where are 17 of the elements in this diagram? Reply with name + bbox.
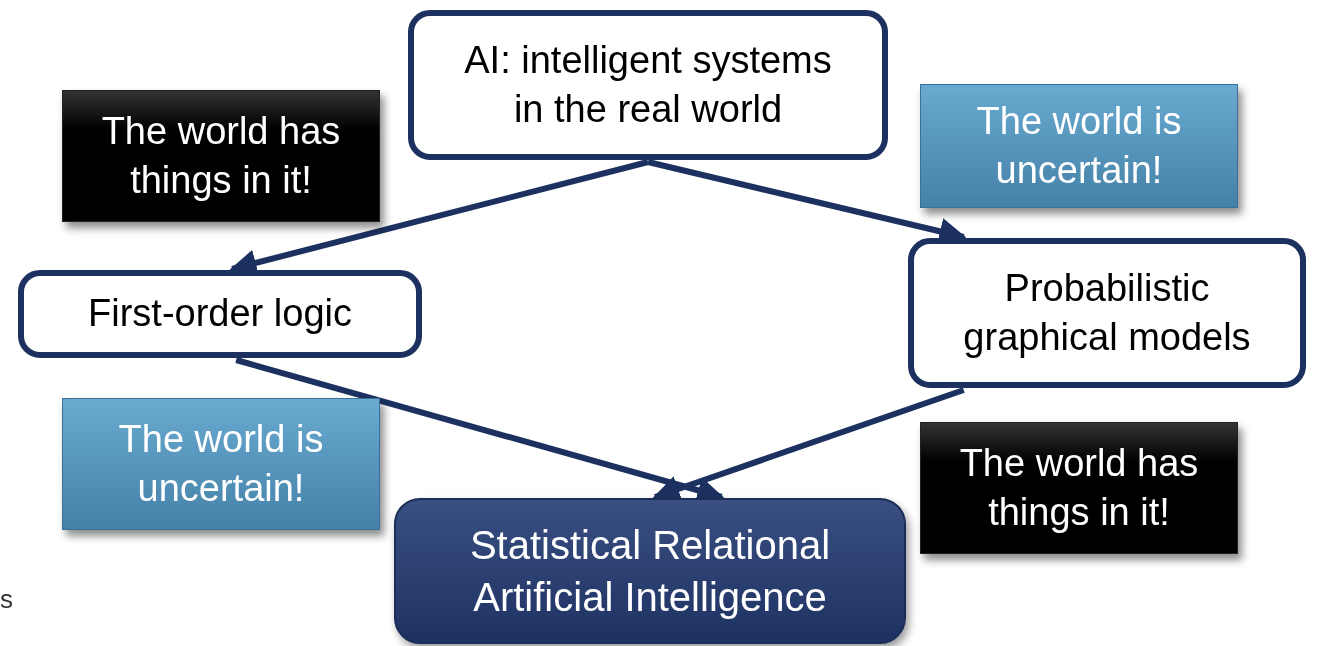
node-text: Statistical Relational Artificial Intelligence bbox=[468, 522, 832, 621]
node-text: The world has things in it! bbox=[100, 108, 342, 203]
note-box bbox=[62, 90, 380, 222]
node-text: First-order logic bbox=[88, 291, 352, 337]
concept-box bbox=[908, 238, 1306, 388]
note-box bbox=[920, 422, 1238, 554]
concept-box bbox=[18, 270, 422, 358]
note-box bbox=[62, 398, 380, 530]
note-box bbox=[920, 84, 1238, 208]
node-text: AI: intelligent systems in the real world bbox=[463, 37, 833, 132]
node-text: The world has things in it! bbox=[958, 440, 1200, 535]
text-fragment: s bbox=[0, 584, 13, 615]
node-text: Probabilistic graphical models bbox=[962, 265, 1252, 360]
result-box bbox=[394, 498, 906, 644]
concept-box bbox=[408, 10, 888, 160]
node-text: The world is uncertain! bbox=[117, 416, 325, 511]
node-text: The world is uncertain! bbox=[975, 98, 1183, 193]
